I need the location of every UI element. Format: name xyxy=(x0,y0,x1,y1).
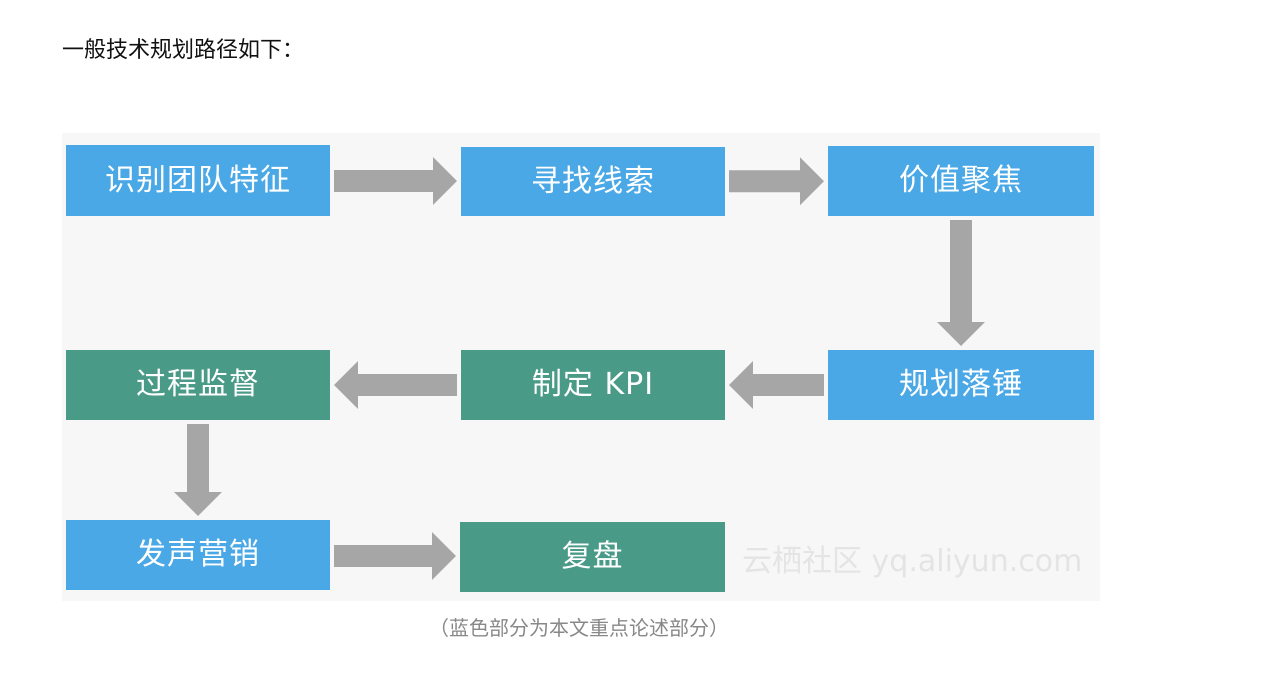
node-label: 价值聚焦 xyxy=(899,163,1023,198)
node-label: 寻找线索 xyxy=(531,163,655,199)
node-label: 规划落锤 xyxy=(899,367,1023,402)
caption: （蓝色部分为本文重点论述部分） xyxy=(429,616,729,640)
node-label: 过程监督 xyxy=(136,367,260,402)
node-label: 发声营销 xyxy=(136,537,260,572)
node-label: 复盘 xyxy=(561,539,624,574)
watermark: 云栖社区 yq.aliyun.com xyxy=(742,544,1083,579)
node-label: 制定 KPI xyxy=(531,367,655,402)
node-identify: 识别团队特征 xyxy=(66,145,330,216)
node-monitor: 过程监督 xyxy=(66,350,330,420)
node-find: 寻找线索 xyxy=(461,147,725,216)
node-review: 复盘 xyxy=(460,522,725,592)
node-label: 识别团队特征 xyxy=(105,162,291,198)
node-kpi: 制定 KPI xyxy=(461,350,725,420)
node-value: 价值聚焦 xyxy=(828,146,1094,216)
node-voice: 发声营销 xyxy=(66,520,330,590)
page-title: 一般技术规划路径如下： xyxy=(62,38,305,63)
node-plan: 规划落锤 xyxy=(828,350,1094,420)
